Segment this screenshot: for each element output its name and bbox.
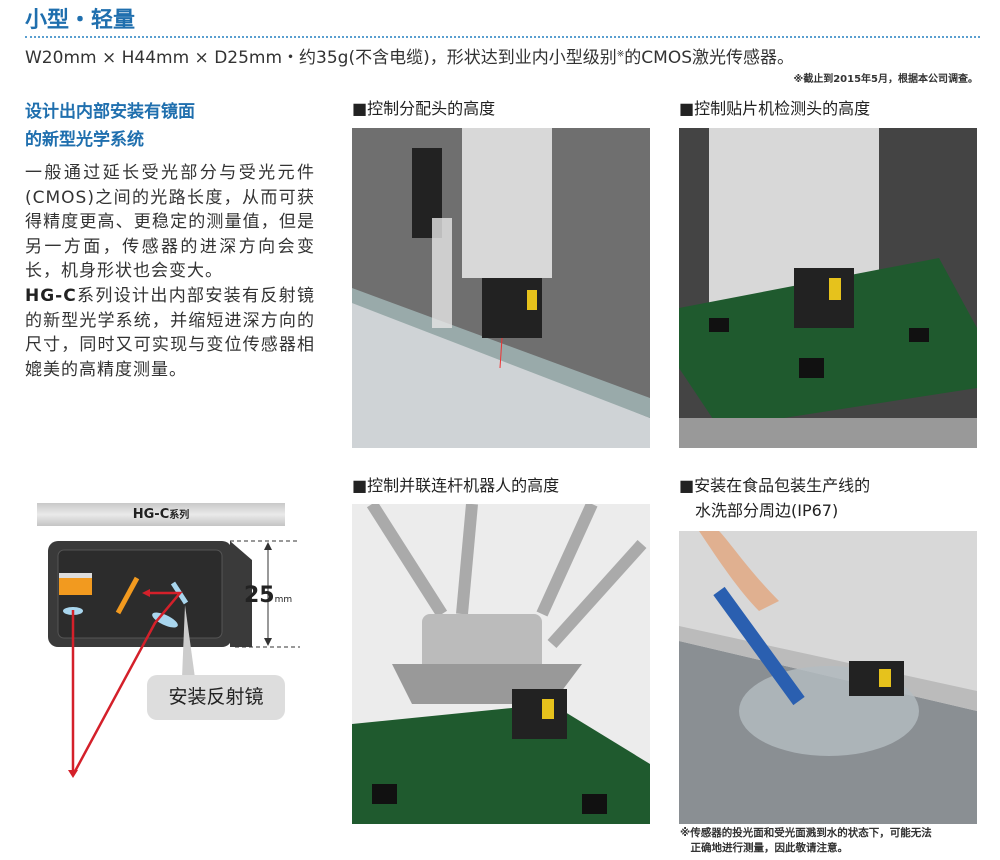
mirror-callout: 安装反射镜 (147, 675, 285, 720)
feature-heading: 设计出内部安装有镜面的新型光学系统 (25, 98, 195, 154)
photo-caption-food: ■安装在食品包装生产线的 水洗部分周边(IP67) (679, 473, 870, 523)
dotted-divider (25, 36, 980, 38)
photo-caption-mounter: ■控制贴片机检测头的高度 (679, 99, 871, 118)
subtitle: W20mm × H44mm × D25mm・约35g(不含电缆)，形状达到业内小… (25, 43, 794, 68)
caption-line-1: ■安装在食品包装生产线的 (679, 476, 871, 495)
photo-mounter-head (679, 128, 977, 448)
photo-dispenser-head (352, 128, 650, 448)
heading-line-1: 设计出内部安装有镜面 (25, 102, 195, 122)
footnote-line-1: ※传感器的投光面和受光面溅到水的状态下，可能无法 (680, 827, 932, 839)
body-paragraph-2: 系列设计出内部安装有反射镜的新型光学系统，并缩短进深方向的尺寸，同时又可实现与变… (25, 285, 315, 380)
height-dimension: 25mm (244, 583, 292, 608)
subtitle-end: 的CMOS激光传感器。 (624, 48, 794, 68)
survey-note: ※截止到2015年5月，根据本公司调查。 (793, 74, 978, 85)
dimension-unit: mm (274, 595, 293, 605)
footnote-line-2: 正确地进行测量，因此敬请注意。 (680, 842, 848, 854)
subtitle-text: W20mm × H44mm × D25mm・约35g(不含电缆)，形状达到业内小… (25, 48, 617, 68)
series-suffix: 系列 (169, 510, 190, 521)
body-paragraph-1: 一般通过延长受光部分与受光元件(CMOS)之间的光路长度，从而可获得精度更高、更… (25, 163, 315, 282)
section-title: 小型・轻量 (25, 8, 136, 33)
washdown-footnote: ※传感器的投光面和受光面溅到水的状态下，可能无法 正确地进行测量，因此敬请注意。 (680, 826, 932, 856)
series-name: HG-C (25, 285, 77, 306)
photo-caption-dispenser: ■控制分配头的高度 (352, 99, 496, 118)
heading-line-2: 的新型光学系统 (25, 130, 144, 150)
series-label: HG-C (132, 507, 170, 522)
photo-food-washdown (679, 531, 977, 824)
caption-line-2: 水洗部分周边(IP67) (679, 501, 839, 520)
footnote-mark: ※ (616, 49, 625, 60)
dimension-value: 25 (244, 583, 275, 608)
feature-body: 一般通过延长受光部分与受光元件(CMOS)之间的光路长度，从而可获得精度更高、更… (25, 161, 315, 382)
photo-caption-robot: ■控制并联连杆机器人的高度 (352, 476, 560, 495)
optical-system-diagram (48, 540, 300, 778)
series-banner: HG-C系列 (37, 503, 285, 526)
photo-parallel-robot (352, 504, 650, 824)
